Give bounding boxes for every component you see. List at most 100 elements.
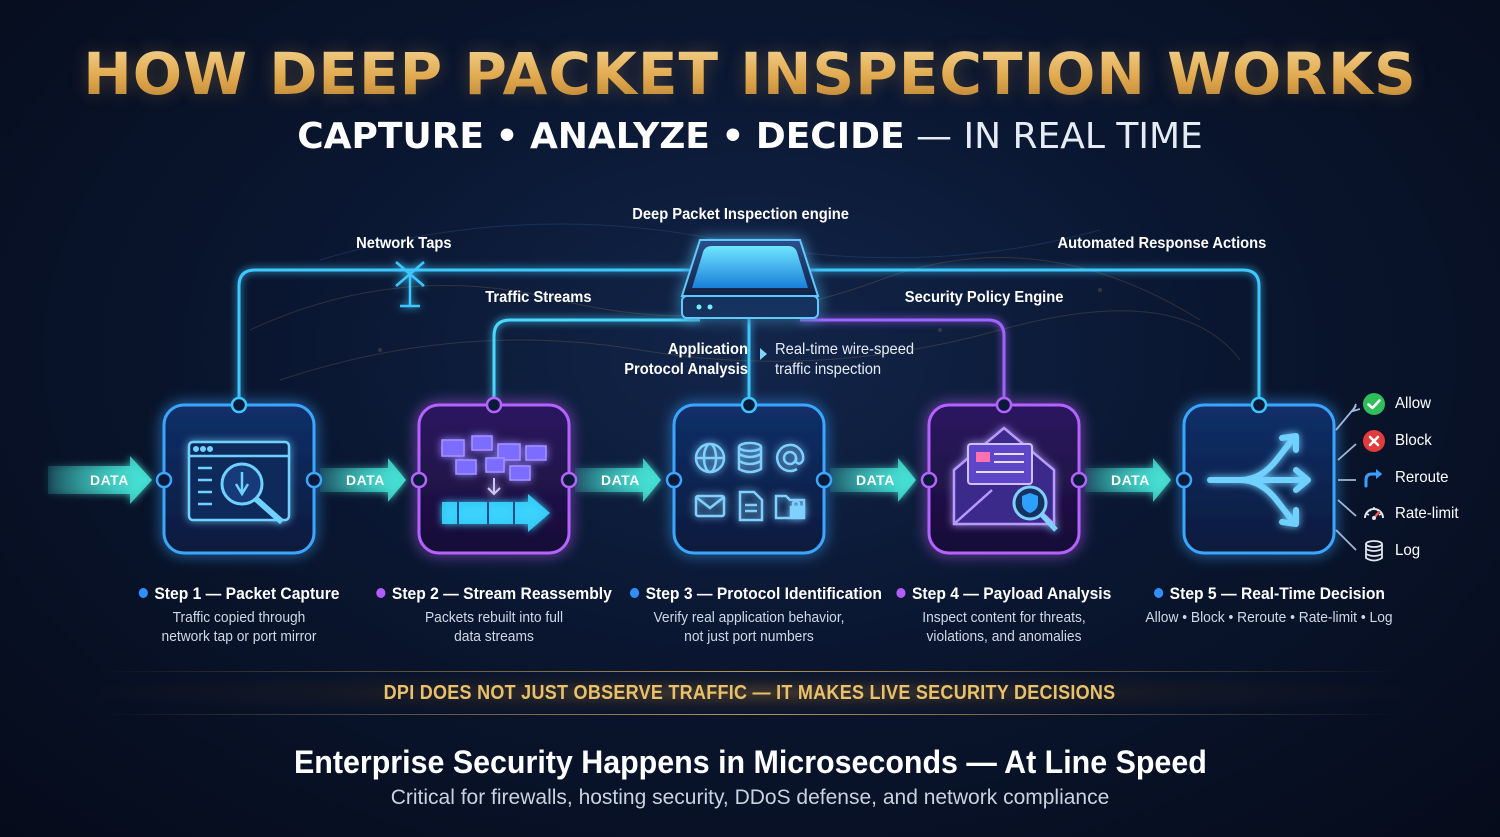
incoming-data-arrow [48,456,152,504]
step-desc-line: network tap or port mirror [161,628,317,645]
step-title-2: Step 2 — Stream Reassembly [376,584,612,604]
step-desc-1: Traffic copied through network tap or por… [119,608,358,646]
locked-folder-icon [774,494,806,520]
step-caption-3: Step 3 — Protocol Identification Verify … [619,584,882,646]
document-icon [738,490,764,522]
action-allow: Allow [1362,391,1433,417]
step-title-text: Step 2 — Stream Reassembly [391,584,612,603]
wirespeed-label: Real-time wire-speed traffic inspection [775,340,914,380]
engine-label: Deep Packet Inspection engine [632,206,849,223]
connector-dots [155,396,1268,489]
action-label: Log [1395,542,1421,559]
step-title-3: Step 3 — Protocol Identification [629,584,882,604]
data-label-3: DATA [856,472,895,488]
step-title-5: Step 5 — Real-Time Decision [1153,584,1385,604]
step-dot-icon [1153,588,1163,598]
step-desc-line: Allow • Block • Reroute • Rate-limit • L… [1145,609,1393,626]
reroute-arrow-icon [1362,466,1386,490]
step-caption-4: Step 4 — Payload Analysis Inspect conten… [874,584,1134,646]
traffic-streams-label: Traffic Streams [485,289,592,306]
step-title-text: Step 3 — Protocol Identification [645,584,882,603]
subtitle-analyze: ANALYZE [529,116,710,157]
key-message-banner: DPI DOES NOT JUST OBSERVE TRAFFIC — IT M… [100,672,1400,714]
app-protocol-line2: Protocol Analysis [624,361,748,378]
link-automated-response [810,268,1261,405]
step-title-text: Step 5 — Real-Time Decision [1169,584,1385,603]
globe-icon [694,442,726,474]
subtitle-separator-1: • [495,116,519,157]
x-circle-icon [1362,429,1386,453]
data-label-1: DATA [346,472,385,488]
step-desc-line: not just port numbers [684,628,814,645]
link-traffic-streams [492,318,700,405]
action-fan-lines [1335,403,1361,551]
wirespeed-line1: Real-time wire-speed [775,341,915,358]
step-desc-line: Inspect content for threats, [922,609,1086,626]
stream-reassembly-icon [441,435,550,532]
step-dot-icon [376,588,386,598]
banner-line-top [100,671,1400,672]
subtitle-separator-2: • [721,116,745,157]
automated-response-label: Automated Response Actions [1057,235,1267,252]
wirespeed-line2: traffic inspection [775,361,882,378]
step-desc-2: Packets rebuilt into full data streams [374,608,613,646]
step-title-text: Step 4 — Payload Analysis [912,584,1112,603]
step-desc-4: Inspect content for threats, violations, … [884,608,1123,646]
packet-capture-icon [187,440,291,525]
step-caption-5: Step 5 — Real-Time Decision Allow • Bloc… [1119,584,1419,627]
data-label-4: DATA [1111,472,1150,488]
step-dot-icon [138,588,148,598]
app-protocol-label: Application Protocol Analysis [616,340,748,380]
step-desc-line: Traffic copied through [172,609,306,626]
action-label: Allow [1395,395,1431,412]
banner-text: DPI DOES NOT JUST OBSERVE TRAFFIC — IT M… [384,682,1116,704]
wirespeed-arrow-icon [760,348,767,360]
action-label: Rate-limit [1395,505,1459,522]
step-dot-icon [629,588,640,598]
engine-connection-lines [237,268,1261,405]
step-desc-line: violations, and anomalies [926,628,1082,645]
step-title-text: Step 1 — Packet Capture [154,584,340,603]
at-sign-icon [775,443,805,473]
step-desc-3: Verify real application behavior, not jus… [629,608,868,646]
step-dot-icon [896,588,906,598]
footer-title-text: Enterprise Security Happens in Microseco… [293,744,1207,780]
step-desc-line: Packets rebuilt into full [424,609,564,626]
subtitle-decide: DECIDE [755,116,905,157]
action-reroute: Reroute [1362,465,1452,491]
subtitle-capture: CAPTURE [297,116,485,157]
gauge-icon [1362,502,1386,526]
network-tap-icon [395,261,425,308]
step-title-4: Step 4 — Payload Analysis [896,584,1112,604]
database-icon [1362,539,1386,563]
action-label: Block [1395,432,1432,449]
stage-arrows [320,458,1171,502]
subtitle: CAPTURE • ANALYZE • DECIDE — IN REAL TIM… [0,116,1500,157]
step-box-3 [672,403,826,555]
dpi-engine-device [680,239,820,319]
decision-split-icon [1207,433,1311,527]
action-rate-limit: Rate-limit [1362,501,1463,527]
step-desc-line: data streams [454,628,534,645]
subtitle-realtime: — IN REAL TIME [916,116,1203,157]
step-title-1: Step 1 — Packet Capture [138,584,340,604]
step-desc-line: Verify real application behavior, [653,609,845,626]
data-label-in: DATA [90,472,129,488]
link-network-taps [237,268,690,405]
step-caption-1: Step 1 — Packet Capture Traffic copied t… [109,584,369,646]
footer-subtitle: Critical for firewalls, hosting security… [390,786,1110,809]
app-protocol-line1: Application [667,341,748,358]
banner-line-bottom [100,714,1400,715]
network-taps-label: Network Taps [356,235,452,252]
protocol-identification-icon [694,441,806,522]
security-policy-label: Security Policy Engine [904,289,1064,306]
data-label-2: DATA [601,472,640,488]
check-circle-icon [1362,392,1386,416]
step-caption-2: Step 2 — Stream Reassembly Packets rebui… [364,584,624,646]
mail-icon [694,494,726,518]
step-desc-5: Allow • Block • Reroute • Rate-limit • L… [1131,608,1407,627]
action-block: Block [1362,428,1434,454]
main-title: HOW DEEP PACKET INSPECTION WORKS [0,40,1500,108]
database-icon [737,441,763,474]
